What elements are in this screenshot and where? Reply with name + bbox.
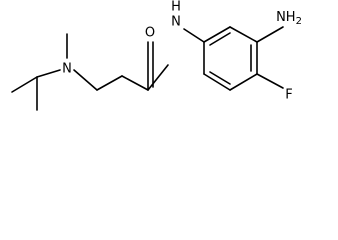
bond-nh-ring: [183, 28, 205, 43]
bond-ch2-carbonyl: [121, 75, 149, 91]
ring-double-3: [209, 71, 231, 85]
ring-bond-4: [229, 73, 258, 91]
ring-bond-2: [229, 26, 258, 43]
bond-n-ch2: [73, 69, 98, 91]
atom-label-amine-n: N: [62, 62, 72, 77]
bonds: [11, 26, 284, 111]
atom-labels: O H N N NH2 F: [62, 0, 302, 103]
bond-ring-nh2: [256, 26, 284, 43]
atom-label-nh2-main: NH: [276, 10, 296, 25]
bond-ring-f: [256, 73, 284, 89]
bond-ch-n: [36, 69, 61, 78]
atom-label-nh2: NH2: [276, 10, 302, 27]
ring-bond-1: [203, 26, 231, 43]
bond-ch2-ch2: [96, 75, 123, 91]
atom-label-nh2-subscript: 2: [296, 16, 302, 27]
atom-label-o: O: [145, 26, 155, 41]
atom-label-nh-n: N: [171, 15, 181, 30]
ring-double-1: [209, 32, 231, 46]
atom-label-nh-h: H: [171, 0, 181, 15]
atom-label-f: F: [285, 88, 292, 103]
bond-methyl1-ch: [11, 76, 38, 93]
bond-carbonyl-nh: [147, 64, 169, 91]
ring-bond-5: [203, 73, 231, 91]
chemical-structure: O H N N NH2 F: [11, 0, 302, 111]
